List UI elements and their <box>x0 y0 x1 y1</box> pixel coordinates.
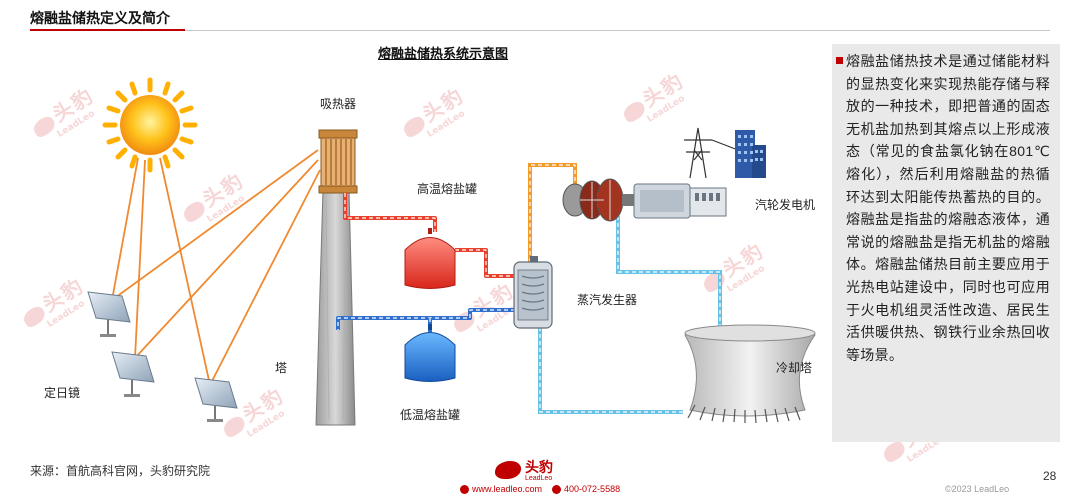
cooling-tower-icon <box>684 324 816 424</box>
phone-number: 400-072-5588 <box>552 484 620 495</box>
turbine-icon <box>562 178 634 222</box>
sun-rays <box>111 157 211 386</box>
steam-generator-label: 蒸汽发生器 <box>577 293 638 307</box>
diagram-title: 熔融盐储热系统示意图 <box>378 46 509 61</box>
receiver-icon <box>318 129 358 194</box>
globe-icon <box>460 485 469 495</box>
header-accent-bar <box>30 29 185 31</box>
copyright: ©2023 LeadLeo <box>945 484 1010 494</box>
cooling-tower-label: 冷却塔 <box>776 361 813 375</box>
heliostat-icon <box>111 351 155 397</box>
heliostat-icon <box>194 377 238 422</box>
receiver-label: 吸热器 <box>320 97 357 111</box>
steam-pipe <box>528 163 577 262</box>
description-paragraph: 熔融盐储热技术是通过储能材料的显热变化来实现热能存储与释放的一种技术，即把普通的… <box>846 53 1050 363</box>
header-divider <box>30 29 1050 31</box>
tower-icon <box>315 189 356 426</box>
page-number: 28 <box>1043 469 1057 483</box>
turbine-generator-label: 汽轮发电机 <box>755 198 816 212</box>
steam-generator-icon <box>513 256 553 329</box>
power-pylon-icon <box>684 127 739 179</box>
heliostat-label: 定日镜 <box>44 386 81 400</box>
generator-icon <box>633 183 727 219</box>
bullet-square-icon <box>836 57 843 64</box>
hot-salt-pipe <box>343 193 515 278</box>
cold-salt-pipe <box>336 308 515 332</box>
logo-subtext: LeadLeo <box>525 475 553 482</box>
description-panel: 熔融盐储热技术是通过储能材料的显热变化来实现热能存储与释放的一种技术，即把普通的… <box>832 44 1060 442</box>
cold-tank-icon <box>404 324 456 382</box>
hot-tank-icon <box>404 228 456 289</box>
footer-contacts: www.leadleo.com 400-072-5588 <box>460 484 620 495</box>
source-note: 来源：首航高科官网，头豹研究院 <box>30 464 211 478</box>
logo-text: 头豹 <box>525 459 553 475</box>
city-buildings-icon <box>735 130 766 178</box>
footer-logo: 头豹 LeadLeo <box>495 457 553 482</box>
cooling-water-pipe <box>538 216 722 414</box>
reflected-rays <box>111 149 321 386</box>
page-title: 熔融盐储热定义及简介 <box>30 10 170 26</box>
website-link[interactable]: www.leadleo.com <box>460 484 542 495</box>
heliostat-icon <box>87 291 131 337</box>
hot-tank-label: 高温熔盐罐 <box>417 182 478 196</box>
tower-label: 塔 <box>275 361 288 375</box>
phone-icon <box>552 485 562 495</box>
cold-tank-label: 低温熔盐罐 <box>400 408 461 422</box>
leopard-logo-icon <box>495 460 521 479</box>
sun-icon <box>102 77 198 173</box>
molten-salt-system-diagram <box>87 77 816 426</box>
